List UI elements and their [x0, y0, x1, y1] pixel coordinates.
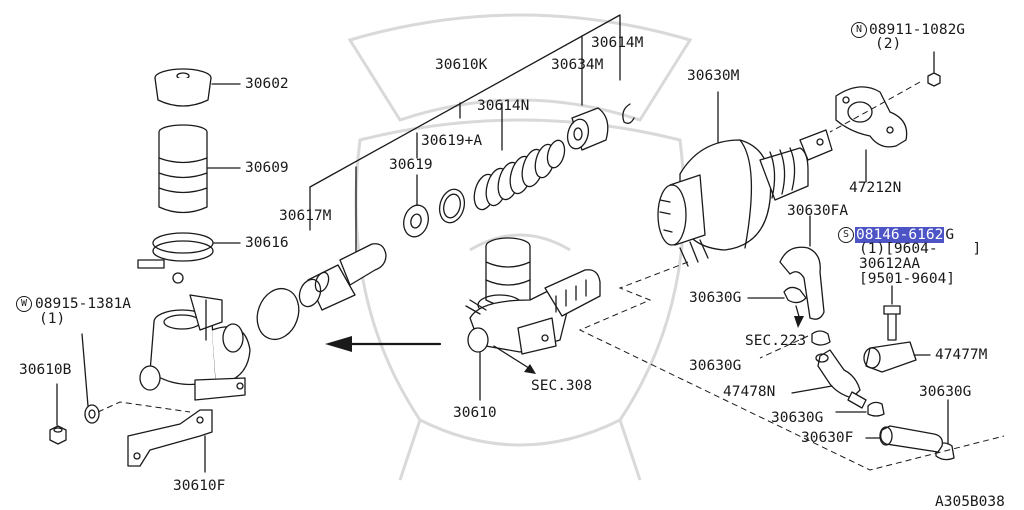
part-47478N-valve — [791, 349, 867, 409]
label-sec223: SEC.223 — [745, 333, 807, 349]
direction-arrow — [325, 336, 442, 352]
label-30630M: 30630M — [687, 68, 740, 84]
label-08146-highlight: 08146-6162 — [855, 227, 945, 243]
part-30630M-booster — [578, 91, 1005, 471]
label-47478N: 47478N — [723, 384, 776, 400]
label-30630G-b: 30630G — [689, 358, 742, 374]
label-sec308: SEC.308 — [531, 378, 593, 394]
part-30630G-clamps — [747, 286, 955, 461]
part-30602-cap — [154, 68, 241, 107]
watermark-emblem — [347, 13, 693, 481]
label-30630F: 30630F — [801, 430, 854, 446]
label-30630G-c: 30630G — [771, 410, 824, 426]
part-30610-master-cylinder — [465, 237, 601, 401]
label-30609: 30609 — [245, 160, 289, 176]
label-30610K: 30610K — [435, 57, 488, 73]
label-08146-sub: (1)[9604- ] — [859, 241, 982, 257]
label-30610F: 30610F — [173, 478, 226, 494]
part-30614N-boot — [473, 139, 566, 211]
label-30614M: 30614M — [591, 35, 644, 51]
s-mark-icon: S — [838, 227, 854, 243]
part-30634M-cap — [566, 103, 635, 151]
label-08146-suffix: G — [945, 227, 955, 243]
figure-code: A305B038 — [935, 494, 1005, 510]
part-30617M-piston — [256, 243, 387, 341]
label-47212N: 47212N — [849, 180, 902, 196]
part-nut-washer — [49, 333, 191, 445]
label-08915-qty: (1) — [39, 311, 66, 327]
label-08915: 08915-1381A — [35, 296, 132, 312]
label-30612AA-date: [9501-9604] — [859, 271, 956, 287]
label-08911-qty: (2) — [875, 36, 902, 52]
label-08911: 08911-1082G — [869, 22, 966, 38]
label-30610B: 30610B — [19, 362, 72, 378]
label-30634M: 30634M — [551, 57, 604, 73]
label-30614N: 30614N — [477, 98, 530, 114]
n-mark-icon: N — [851, 22, 867, 38]
part-cylinder-body-left — [139, 294, 251, 401]
part-47212N-gasket — [829, 81, 921, 183]
label-30612AA: 30612AA — [859, 256, 921, 272]
label-30617M: 30617M — [279, 208, 332, 224]
sec223-arrow — [759, 305, 809, 359]
label-30602: 30602 — [245, 76, 289, 92]
part-30619-seals — [403, 188, 466, 238]
part-30609-reservoir — [158, 124, 241, 214]
label-30619A: 30619+A — [421, 133, 483, 149]
label-30616: 30616 — [245, 235, 289, 251]
part-08911-nut — [927, 51, 941, 87]
part-30610F-bracket — [127, 409, 213, 473]
label-30630G-a: 30630G — [689, 290, 742, 306]
label-30619: 30619 — [389, 157, 433, 173]
label-30610: 30610 — [453, 405, 497, 421]
part-30616-clamp — [137, 232, 241, 284]
part-47477M-bracket — [863, 285, 931, 373]
label-47477M: 47477M — [935, 347, 988, 363]
label-30630FA: 30630FA — [787, 203, 849, 219]
part-30630FA-hose — [779, 215, 825, 320]
label-30630G-d: 30630G — [919, 384, 972, 400]
part-30630F-hose — [865, 425, 943, 453]
w-mark-icon: W — [16, 296, 32, 312]
